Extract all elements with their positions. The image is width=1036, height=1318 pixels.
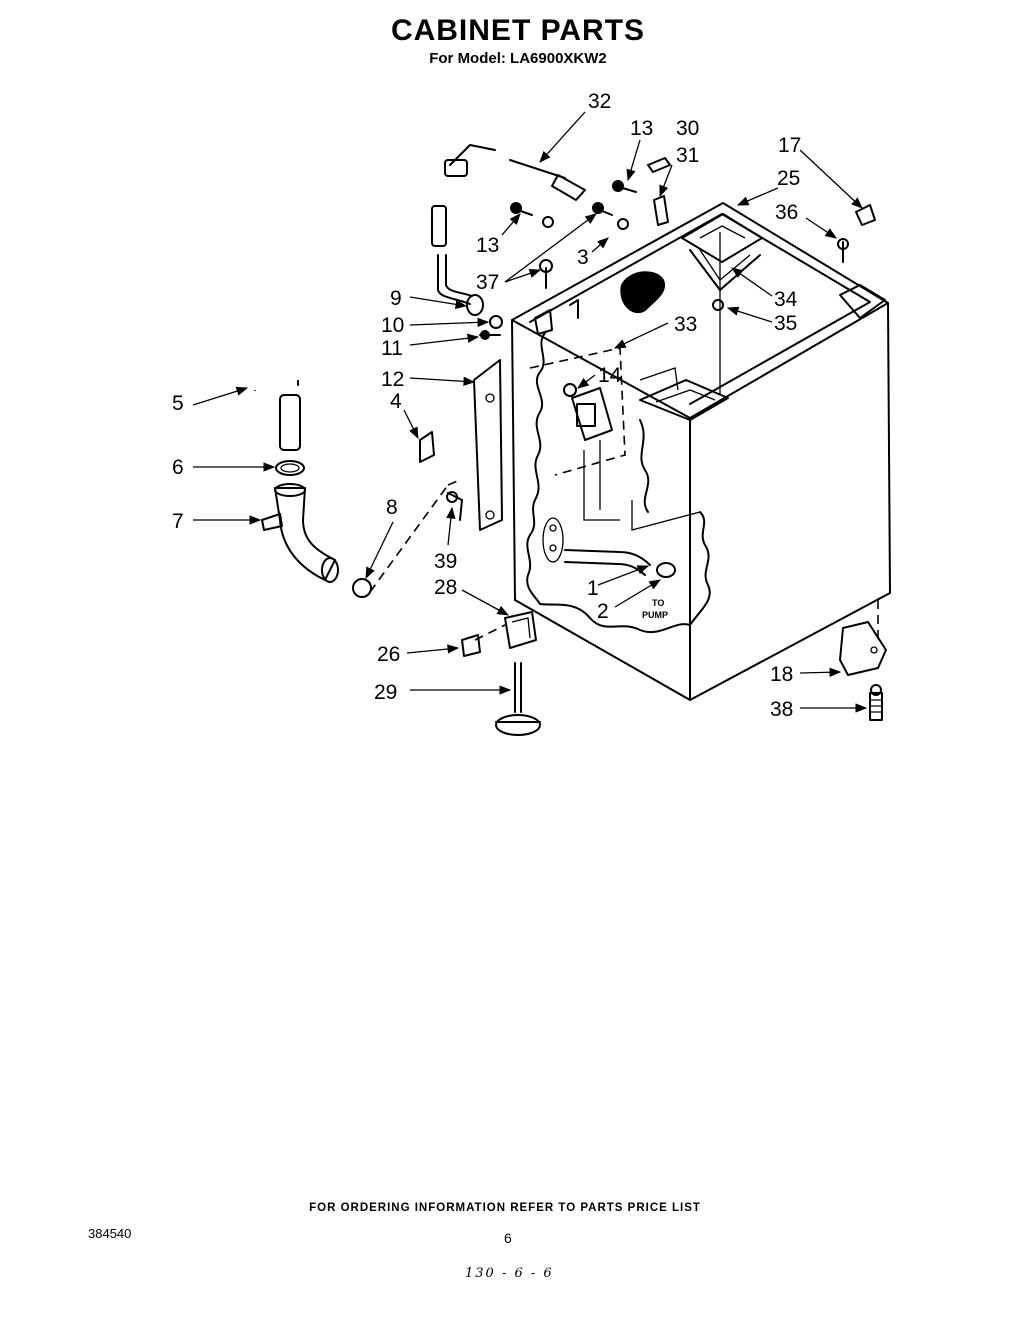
callout-12: 12 xyxy=(381,368,404,391)
drain-hose-parts xyxy=(250,344,461,598)
top-fastener-parts xyxy=(444,144,876,335)
callout-9: 9 xyxy=(390,287,402,310)
leveling-leg-parts xyxy=(461,611,541,736)
callout-labels: 1 2 3 4 5 6 7 8 9 10 11 12 13 13 14 17 1… xyxy=(172,90,801,721)
callout-25: 25 xyxy=(777,167,800,190)
callout-36: 36 xyxy=(775,201,798,224)
callout-1: 1 xyxy=(587,577,599,600)
callout-29: 29 xyxy=(374,681,397,704)
callout-13b: 13 xyxy=(476,234,499,257)
callout-10: 10 xyxy=(381,314,404,337)
page-number: 6 xyxy=(504,1230,512,1246)
callout-26: 26 xyxy=(377,643,400,666)
callout-3: 3 xyxy=(577,246,589,269)
callout-38: 38 xyxy=(770,698,793,721)
callout-17: 17 xyxy=(778,134,801,157)
callout-7: 7 xyxy=(172,510,184,533)
callout-37: 37 xyxy=(476,271,499,294)
callout-14: 14 xyxy=(598,364,622,387)
callout-18: 18 xyxy=(770,663,793,686)
callout-4: 4 xyxy=(390,390,402,413)
callout-5: 5 xyxy=(172,392,184,415)
rear-bracket-parts xyxy=(839,600,887,721)
callout-32: 32 xyxy=(588,90,611,113)
cabinet-body xyxy=(511,202,891,701)
callout-30: 30 xyxy=(676,117,699,140)
callout-31: 31 xyxy=(676,144,699,167)
callout-28: 28 xyxy=(434,576,457,599)
ordering-info-note: FOR ORDERING INFORMATION REFER TO PARTS … xyxy=(309,1202,701,1214)
leader-lines xyxy=(192,111,868,713)
callout-2: 2 xyxy=(597,600,609,623)
pump-hose xyxy=(542,517,676,578)
callout-11: 11 xyxy=(381,337,403,360)
switch-assembly xyxy=(529,347,679,476)
to-pump-label-line1: TO xyxy=(652,598,664,608)
callout-13a: 13 xyxy=(630,117,653,140)
callout-6: 6 xyxy=(172,456,184,479)
callout-8: 8 xyxy=(386,496,398,519)
page-title: CABINET PARTS xyxy=(390,14,646,47)
model-subtitle: For Model: LA6900XKW2 xyxy=(429,50,607,67)
document-number: 384540 xyxy=(88,1226,132,1241)
inlet-parts xyxy=(419,205,503,531)
callout-35: 35 xyxy=(774,312,797,335)
to-pump-label-line2: PUMP xyxy=(642,610,668,620)
callout-33: 33 xyxy=(674,313,697,336)
callout-39: 39 xyxy=(434,550,457,573)
callout-34: 34 xyxy=(774,288,798,311)
handwritten-note: 130 - 6 - 6 xyxy=(465,1266,554,1281)
